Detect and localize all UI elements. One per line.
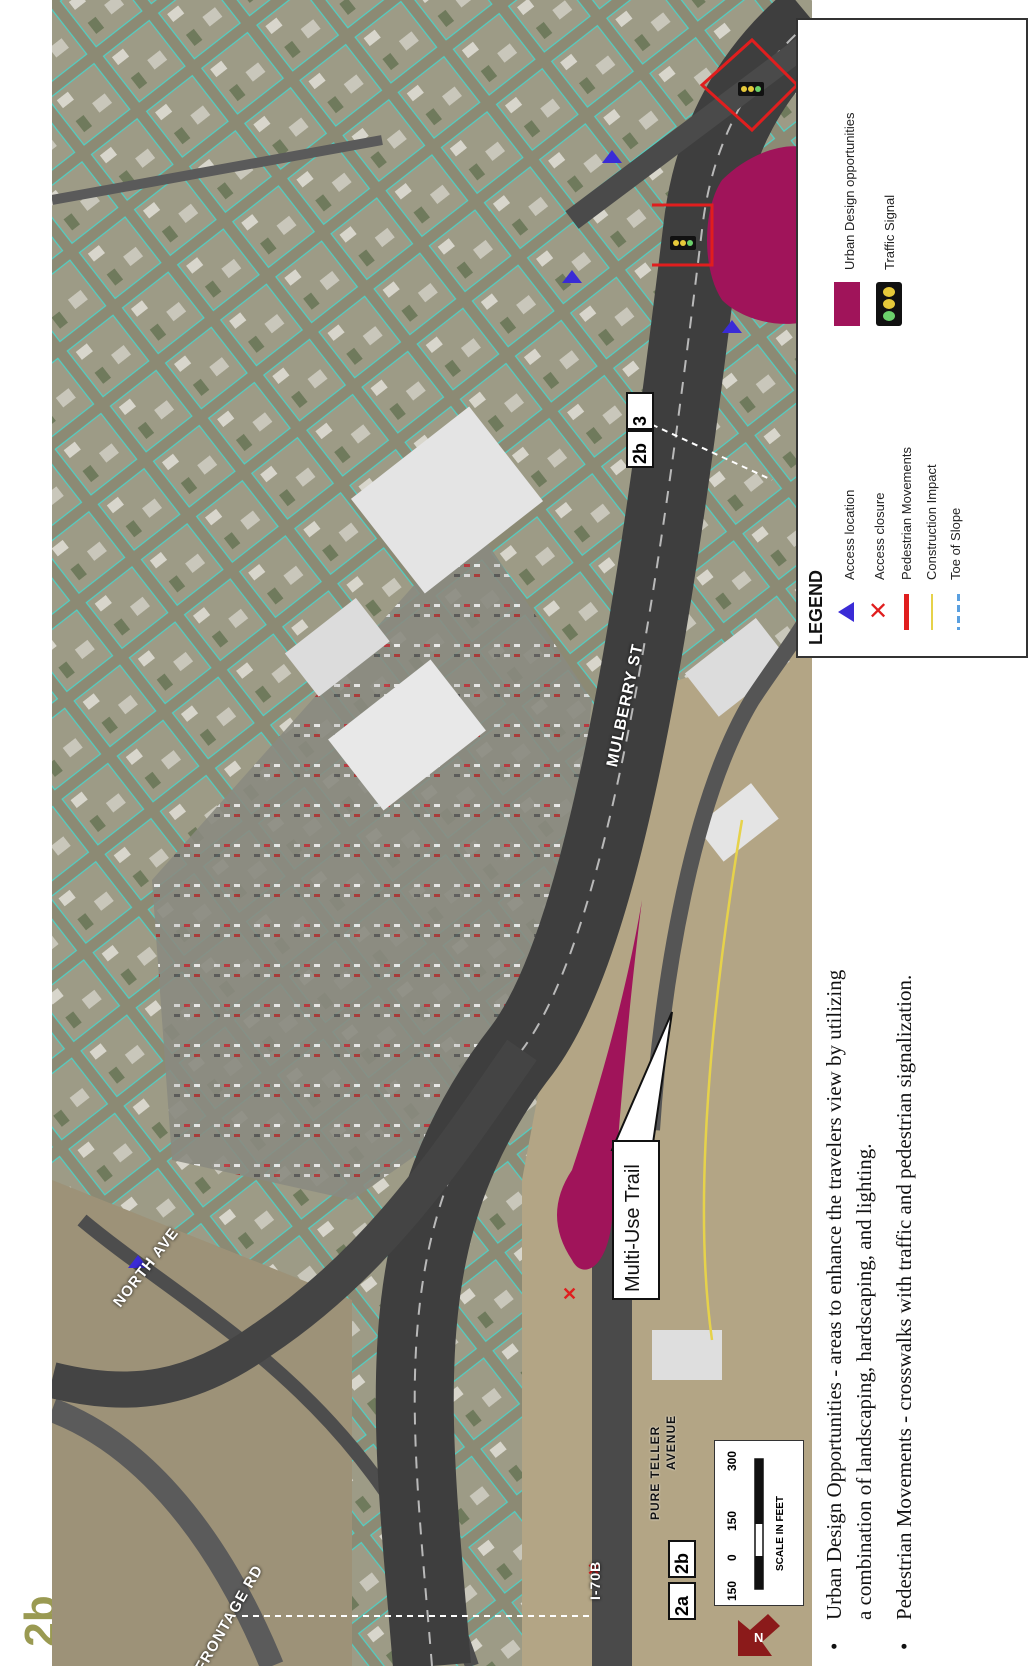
traffic-signal-icon	[876, 282, 902, 326]
note-pedestrian-line1: Pedestrian Movements - crosswalks with t…	[892, 974, 916, 1620]
open-land-west	[52, 1180, 352, 1666]
section-marker: 2b	[668, 1540, 696, 1578]
section-marker-label: 3	[630, 415, 650, 426]
blue-triangle-icon	[838, 602, 854, 622]
building	[284, 598, 390, 697]
access-location-icon	[602, 150, 622, 163]
access-location-icon	[722, 320, 742, 333]
legend-label-pedestrian: Pedestrian Movements	[899, 447, 914, 580]
access-closure-icon: ✕	[587, 1562, 600, 1579]
legend-label-toe-of-slope: Toe of Slope	[948, 507, 963, 580]
note-bullet: •	[822, 1642, 846, 1650]
legend: LEGEND Access location ✕ Access closure …	[796, 18, 1028, 658]
local-street	[52, 135, 383, 205]
urban-design-area-north	[707, 146, 812, 324]
street-label-i70b: I-70B	[587, 1560, 603, 1600]
scale-bar: 150 0 150 300 SCALE IN FEET	[714, 1440, 804, 1606]
access-location-icon	[562, 270, 582, 283]
scale-tick-label: 300	[725, 1450, 739, 1471]
blue-dash-line-icon	[957, 594, 960, 630]
traffic-signal-icon	[670, 236, 696, 250]
building	[684, 618, 790, 717]
legend-label-urban-design: Urban Design opportunities	[842, 112, 857, 270]
legend-label-access-closure: Access closure	[872, 492, 887, 580]
yellow-line-icon	[931, 594, 933, 630]
note-urban-design-line2: a combination of landscaping, hardscapin…	[852, 1143, 876, 1620]
highway-ramp	[52, 1039, 537, 1408]
aerial-map[interactable]: ✕ ✕ NORTH AVE FRONTAGE RD MULBERRY ST I-…	[52, 0, 812, 1666]
section-cut-line	[641, 419, 773, 481]
section-marker: 3	[626, 392, 654, 430]
scale-tick-label: 0	[725, 1554, 739, 1561]
street-label-pure-teller: PURE TELLER	[648, 1425, 662, 1520]
map-canvas: ✕ ✕	[52, 0, 812, 1666]
scale-caption: SCALE IN FEET	[775, 1495, 786, 1571]
north-arrow-letter: N	[754, 1630, 764, 1645]
building	[328, 659, 486, 811]
red-x-icon: ✕	[867, 598, 889, 625]
dealer-lots	[152, 520, 592, 1200]
urban-design-area-south	[557, 900, 642, 1270]
legend-label-access-location: Access location	[842, 489, 857, 580]
section-marker: 2a	[668, 1582, 696, 1620]
pedestrian-crosswalk-west	[652, 203, 714, 267]
building	[350, 406, 544, 594]
section-marker-label: 2b	[630, 442, 650, 464]
multi-use-trail-label: Multi-Use Trail	[622, 1164, 644, 1292]
highway-lane-marking	[413, 19, 812, 1666]
north-arrow: N	[732, 1608, 786, 1662]
scale-tick-label: 150	[725, 1580, 739, 1601]
access-location-icon	[128, 1255, 148, 1268]
street-label-avenue: AVENUE	[664, 1414, 678, 1470]
building	[695, 783, 779, 862]
magenta-area-icon	[834, 282, 860, 326]
traffic-signal-icon	[738, 82, 764, 96]
section-marker: 2b	[626, 430, 654, 468]
scale-tick-label: 150	[725, 1510, 739, 1531]
section-marker-label: 2b	[672, 1552, 692, 1574]
frontage-road	[52, 1398, 284, 1666]
legend-title: LEGEND	[806, 569, 826, 645]
access-closure-icon: ✕	[562, 1284, 577, 1304]
red-line-icon	[904, 594, 909, 630]
note-urban-design-line1: Urban Design Opportunities - areas to en…	[822, 969, 846, 1620]
legend-label-traffic-signal: Traffic Signal	[882, 194, 897, 270]
multi-use-trail-callout: Multi-Use Trail	[612, 1140, 660, 1300]
building	[652, 1330, 722, 1380]
construction-impact-line	[702, 819, 744, 1341]
legend-label-construction: Construction Impact	[924, 464, 939, 580]
note-bullet: •	[892, 1642, 916, 1650]
cross-street	[565, 31, 812, 229]
section-marker-label: 2a	[672, 1595, 692, 1616]
